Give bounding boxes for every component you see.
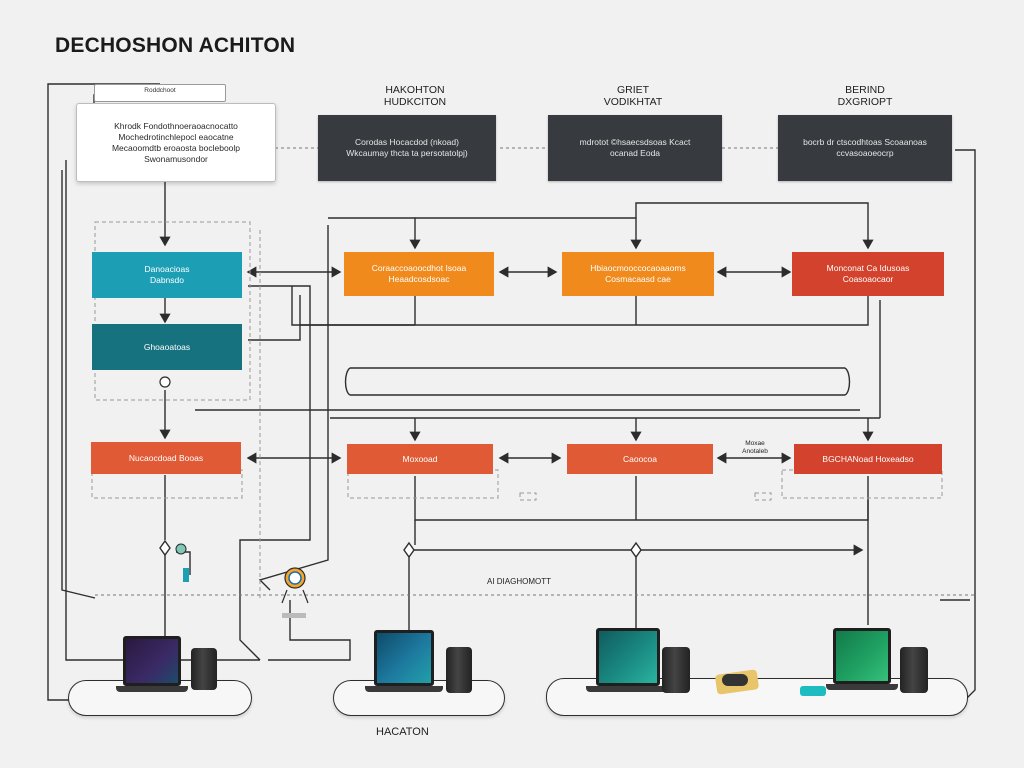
dark-box-2-line1: mdrotot ©hsaecsdsoas Kcact xyxy=(579,137,691,147)
laptop-4-base xyxy=(826,684,898,690)
note-line-1: Khrodk Fondothnoeraoacnocatto xyxy=(114,120,238,131)
dark-teal-box[interactable]: Ghoaoatoas xyxy=(92,324,242,370)
column-header-1-line1: HAKOHTON xyxy=(385,84,445,96)
column-header-3-line2: DXGRIOPT xyxy=(837,96,893,108)
laptop-1-base xyxy=(116,686,188,692)
row2-box-3-line1: BGCHANoad Hoxeadso xyxy=(822,453,914,464)
dark-box-3-line1: bocrb dr ctscodhtoas Scoaanoas xyxy=(803,137,927,147)
row1-box-1-line2: Heaadcosdsoac xyxy=(388,274,450,284)
row1-box-1-line1: Coraaccoaoocdhot Isoaa xyxy=(371,263,467,273)
small-right-label-line1: Moxae xyxy=(745,440,765,447)
laptop-2-base xyxy=(365,686,443,692)
column-header-2-line2: VODIKHTAT xyxy=(603,96,663,108)
laptop-3-base xyxy=(586,686,670,692)
row1-box-2-line1: Hbiaocmooccocaoaaoms xyxy=(590,263,686,273)
column-header-1: HAKOHTON HUDKCITON xyxy=(360,84,470,108)
small-right-label-line2: Anotaleb xyxy=(742,448,768,455)
teal-box-line1: Danoacioas xyxy=(144,264,190,274)
row1-box-3-line1: Monconat Ca Idusoas xyxy=(826,263,910,273)
dark-box-2[interactable]: mdrotot ©hsaecsdsoas Kcact ocanad Eoda xyxy=(548,115,722,181)
laptop-4-screen xyxy=(833,628,891,684)
dark-box-1[interactable]: Corodas Hocacdod (nkoad) Wkcaumay thcta … xyxy=(318,115,496,181)
dark-box-3[interactable]: bocrb dr ctscodhtoas Scoaanoas ccvasoaoe… xyxy=(778,115,952,181)
speaker-4 xyxy=(900,647,928,693)
dark-box-3-line2: ccvasoaoeocrp xyxy=(836,148,894,158)
row2-box-1[interactable]: Moxooad xyxy=(347,444,493,474)
diagram-title: DECHOSHON ACHITON xyxy=(55,34,296,57)
note-box[interactable]: Khrodk Fondothnoeraoacnocatto Mochedroti… xyxy=(76,103,276,182)
column-header-3: BERIND DXGRIOPT xyxy=(810,84,920,108)
clock-icon xyxy=(281,567,309,618)
row1-box-2-line2: Cosmacaasd cae xyxy=(605,274,671,284)
column-header-1-line2: HUDKCITON xyxy=(383,96,447,108)
laptop-1-screen xyxy=(123,636,181,686)
ai-label: AI DIAGHOMOTT xyxy=(487,577,551,586)
column-header-2-line1: GRIET xyxy=(616,84,650,96)
row1-box-2[interactable]: Hbiaocmooccocaoaaoms Cosmacaasd cae xyxy=(562,252,714,296)
row2-box-2-line1: Caoocoa xyxy=(622,453,658,464)
tablet-device xyxy=(800,686,826,696)
gear-icon xyxy=(175,543,189,582)
tag-label: Roddchoot xyxy=(94,84,226,102)
mouse-device xyxy=(722,674,748,686)
teal-box-line2: Dabnsdo xyxy=(149,275,184,285)
row2-box-3[interactable]: BGCHANoad Hoxeadso xyxy=(794,444,942,474)
row1-box-3-line2: Coasoaocaor xyxy=(842,274,894,284)
dark-box-2-line2: ocanad Eoda xyxy=(609,148,661,158)
column-header-2: GRIET VODIKHTAT xyxy=(578,84,688,108)
note-line-2: Mochedrotinchlepocl eaocatne xyxy=(118,131,234,142)
dark-box-1-line2: Wkcaumay thcta ta persotatolpj) xyxy=(346,148,468,158)
node-icon xyxy=(159,376,171,388)
row1-box-1[interactable]: Coraaccoaoocdhot Isoaa Heaadcosdsoac xyxy=(344,252,494,296)
laptop-3-screen xyxy=(596,628,660,686)
row2-left-box-line1: Nucaocdoad Booas xyxy=(128,452,204,463)
speaker-3 xyxy=(662,647,690,693)
column-header-3-line1: BERIND xyxy=(845,84,885,96)
note-line-3: Mecaoomdtb eroaosta bocleboolp xyxy=(111,142,241,153)
row2-box-1-line1: Moxooad xyxy=(402,453,438,464)
small-right-label: Moxae Anotaleb xyxy=(738,440,772,456)
note-line-4: Swonamusondor xyxy=(144,153,208,164)
footer-label: HACATON xyxy=(376,726,429,738)
row1-box-3[interactable]: Monconat Ca Idusoas Coasoaocaor xyxy=(792,252,944,296)
speaker-1 xyxy=(191,648,217,690)
speaker-2 xyxy=(446,647,472,693)
laptop-2-screen xyxy=(374,630,434,686)
row2-box-2[interactable]: Caoocoa xyxy=(567,444,713,474)
dark-teal-box-line1: Ghoaoatoas xyxy=(143,341,191,352)
dark-box-1-line1: Corodas Hocacdod (nkoad) xyxy=(355,137,459,147)
teal-box[interactable]: Danoacioas Dabnsdo xyxy=(92,252,242,298)
row2-left-box[interactable]: Nucaocdoad Booas xyxy=(91,442,241,474)
